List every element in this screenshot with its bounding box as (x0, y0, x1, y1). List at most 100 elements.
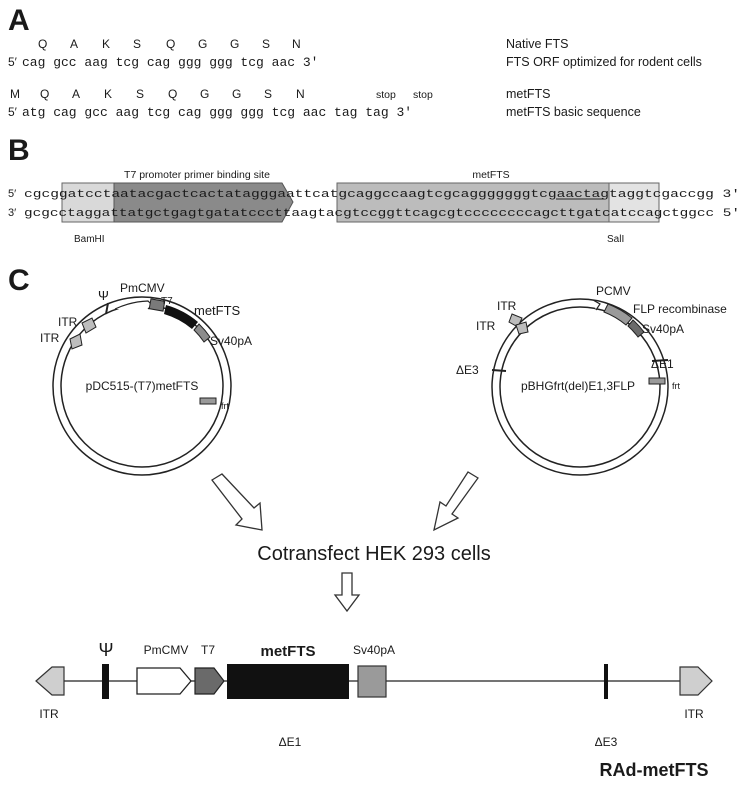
aa-letter: S (264, 87, 272, 101)
pmcmv-label: PmCMV (120, 281, 165, 295)
t7-binding-label: T7 promoter primer binding site (124, 169, 270, 181)
metfts-segment (164, 305, 198, 329)
frt-label: frt (221, 401, 229, 411)
panel-a-letter: A (8, 4, 30, 37)
sv40pa-label: Sv40pA (642, 322, 684, 336)
t7-arrow (194, 667, 225, 695)
product-label: RAd-metFTS (600, 760, 709, 780)
itr-arrow (69, 333, 83, 350)
t7-promoter-arrow (113, 182, 294, 223)
sv40pa-label: Sv40pA (353, 643, 395, 657)
linear-map: Ψ PmCMV T7 metFTS Sv40pA ITR ITR ΔE1 ΔE3… (35, 640, 713, 780)
metfts-region (336, 182, 647, 223)
native-sequence: cag gcc aag tcg cag ggg ggg tcg aac 3′ (22, 55, 318, 70)
arrow-down-right (211, 473, 263, 531)
aa-letter: G (198, 37, 207, 51)
aa-letter: S (262, 37, 270, 51)
itr-label: ITR (40, 331, 60, 345)
de3-label: ΔE3 (456, 363, 479, 377)
de3-label: ΔE3 (595, 735, 618, 749)
itr-label: ITR (476, 319, 496, 333)
frt-site (199, 397, 217, 405)
plasmid-left: Ψ PmCMV T7 metFTS Sv40pA ITR ITR frt pDC… (40, 281, 252, 476)
aa-letter: M (10, 87, 20, 101)
itr-label: ITR (58, 315, 78, 329)
native-aa-row: Q A K S Q G G S N (38, 37, 301, 51)
native-fts-label: Native FTS (506, 37, 569, 51)
t7-label: T7 (161, 296, 173, 307)
sv40pa-segment (193, 323, 211, 343)
met-aa-row: M Q A K S Q G G S N stop stop (10, 87, 433, 101)
sv40pa-label: Sv40pA (210, 334, 252, 348)
aa-letter: Q (38, 37, 47, 51)
aa-stop: stop (376, 89, 396, 101)
de3-bar (604, 664, 608, 699)
met-seq-prefix: 5′ (8, 105, 18, 119)
itr-label: ITR (497, 299, 517, 313)
bamhi-label: BamHI (74, 234, 105, 245)
psi-bar (102, 664, 109, 699)
itr-arrow (515, 321, 529, 335)
panel-b-letter: B (8, 134, 30, 167)
arrow-down-left (433, 471, 479, 532)
pmcmv-label: PmCMV (144, 643, 189, 657)
plasmid-right: PCMV FLP recombinase Sv40pA ITR ITR ΔE3 … (456, 284, 727, 476)
de3-mark (491, 369, 507, 372)
pcmv-segment (592, 299, 601, 311)
pcmv-label: PCMV (596, 284, 631, 298)
aa-letter: N (296, 87, 305, 101)
met-seq-label: metFTS basic sequence (506, 105, 641, 119)
aa-letter: G (230, 37, 239, 51)
sv40pa-segment (627, 319, 645, 338)
aa-letter: G (200, 87, 209, 101)
aa-letter: N (292, 37, 301, 51)
aa-letter: S (136, 87, 144, 101)
native-seq-label: FTS ORF optimized for rodent cells (506, 55, 702, 69)
metfts-label: metFTS (260, 643, 315, 660)
psi-label: Ψ (98, 640, 113, 660)
itr-left-arrow (35, 666, 65, 696)
top-strand-prefix: 5′ (8, 188, 16, 200)
psi-label: Ψ (98, 288, 109, 303)
pmcmv-arrow (136, 667, 192, 695)
bottom-strand-prefix: 3′ (8, 207, 16, 219)
itr-right-arrow (679, 666, 713, 696)
aa-letter: K (102, 37, 110, 51)
metfts-label: metFTS (506, 87, 550, 101)
aa-letter: S (133, 37, 141, 51)
pmcmv-segment (114, 300, 153, 310)
de1-label: ΔE1 (279, 735, 302, 749)
flp-segment (603, 303, 633, 326)
t7-segment (148, 298, 166, 312)
panel-c-letter: C (8, 264, 30, 297)
flp-label: FLP recombinase (633, 302, 727, 316)
itr-right-label: ITR (684, 707, 704, 721)
de1-label: ΔE1 (651, 357, 674, 371)
metfts-box (227, 664, 349, 699)
aa-letter: A (72, 87, 80, 101)
aa-letter: Q (40, 87, 49, 101)
de1-mark (651, 359, 669, 362)
sali-site-box (608, 182, 660, 223)
aa-letter: A (70, 37, 78, 51)
frt-label: frt (672, 381, 680, 391)
frt-site (648, 377, 666, 385)
aa-letter: K (104, 87, 112, 101)
bottom-strand: gcgcctaggattatgctgagtgatatcccttaagtacgtc… (24, 208, 740, 220)
plasmid-name: pDC515-(T7)metFTS (86, 379, 199, 393)
plasmid-name: pBHGfrt(del)E1,3FLP (521, 379, 635, 393)
metfts-label: metFTS (194, 303, 241, 318)
psi-mark (105, 302, 109, 315)
metfts-b-label: metFTS (472, 169, 509, 181)
arrow-down (333, 572, 361, 613)
cotransfect-label: Cotransfect HEK 293 cells (257, 543, 490, 565)
aa-letter: G (232, 87, 241, 101)
itr-arrow (81, 317, 97, 334)
top-strand: cgcggatcctaatacgactcactatagggaattcatgcag… (24, 189, 740, 201)
aa-stop: stop (413, 89, 433, 101)
itr-left-label: ITR (39, 707, 59, 721)
met-sequence: atg cag gcc aag tcg cag ggg ggg tcg aac … (22, 105, 412, 120)
aa-letter: Q (166, 37, 175, 51)
sv40pa-box (357, 665, 387, 698)
